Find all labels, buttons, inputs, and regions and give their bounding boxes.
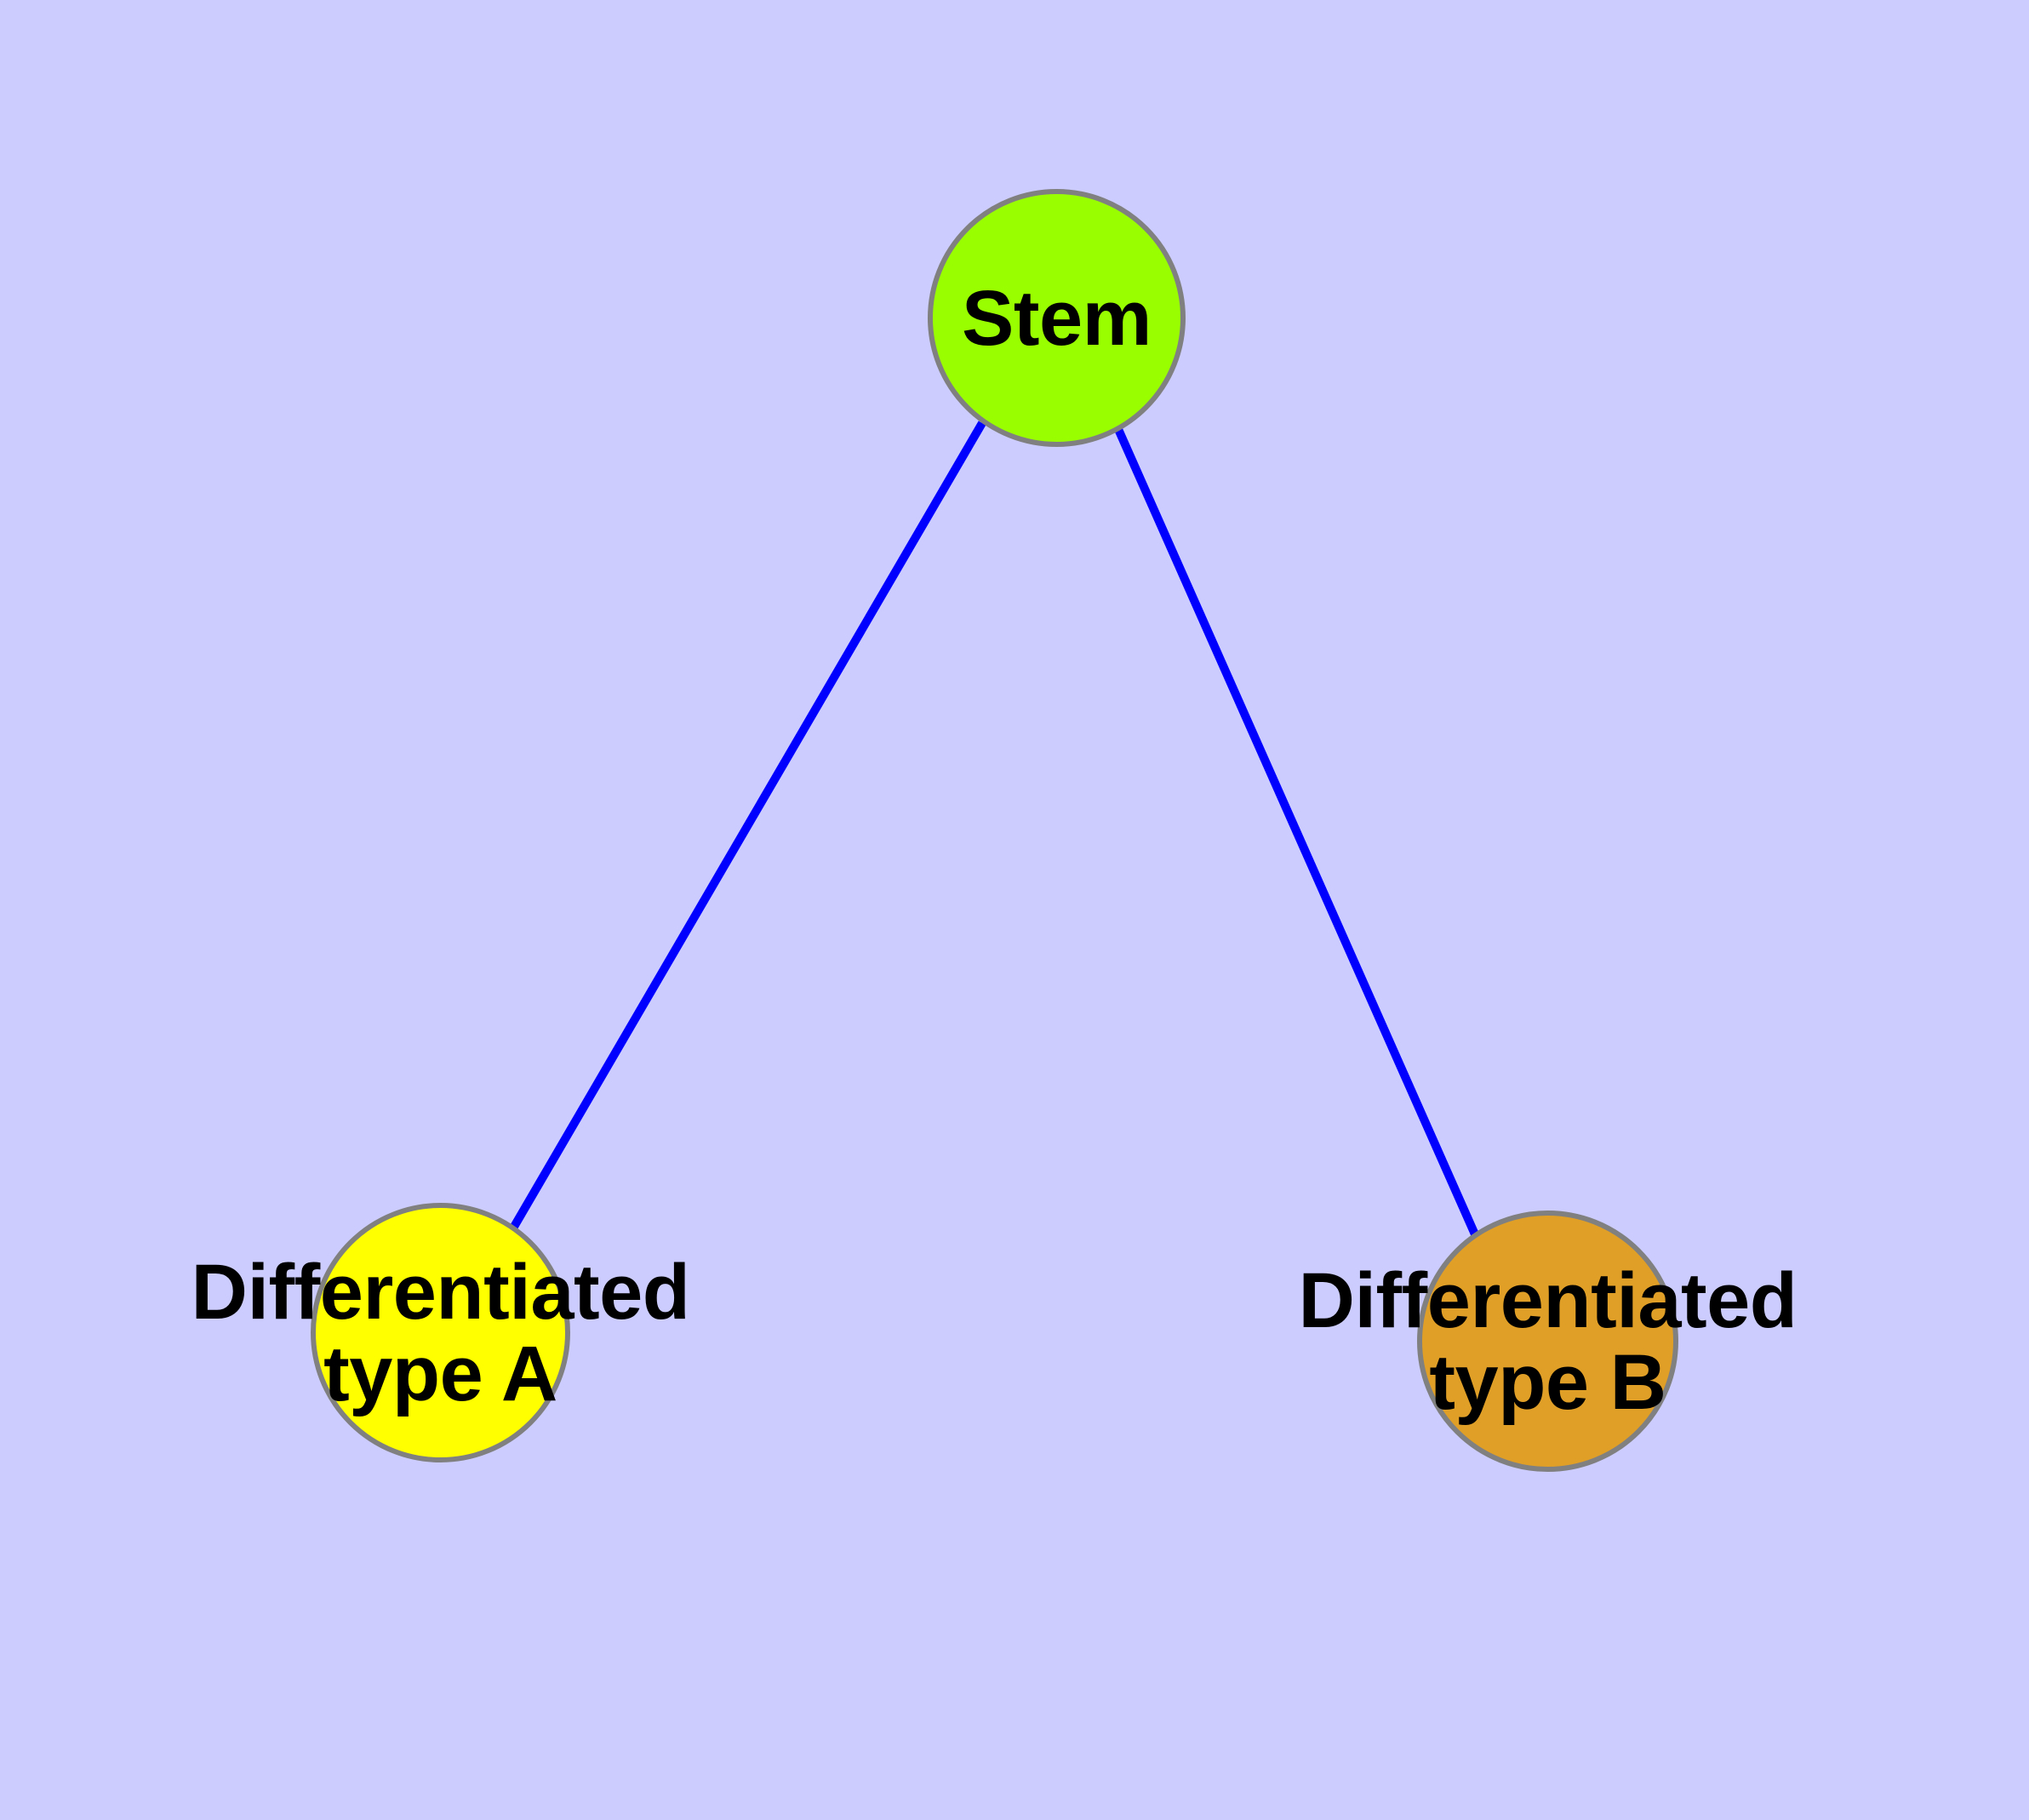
node-stem[interactable]: Stem [928, 189, 1186, 447]
edge-stem-to-differentiated-type-a [510, 421, 986, 1229]
node-differentiated-type-a[interactable]: Differentiated type A [191, 1203, 690, 1462]
node-differentiated-type-b[interactable]: Differentiated type B [1299, 1210, 1798, 1472]
edge-stem-to-differentiated-type-b [1113, 425, 1479, 1237]
node-stem-label: Stem [962, 274, 1152, 362]
